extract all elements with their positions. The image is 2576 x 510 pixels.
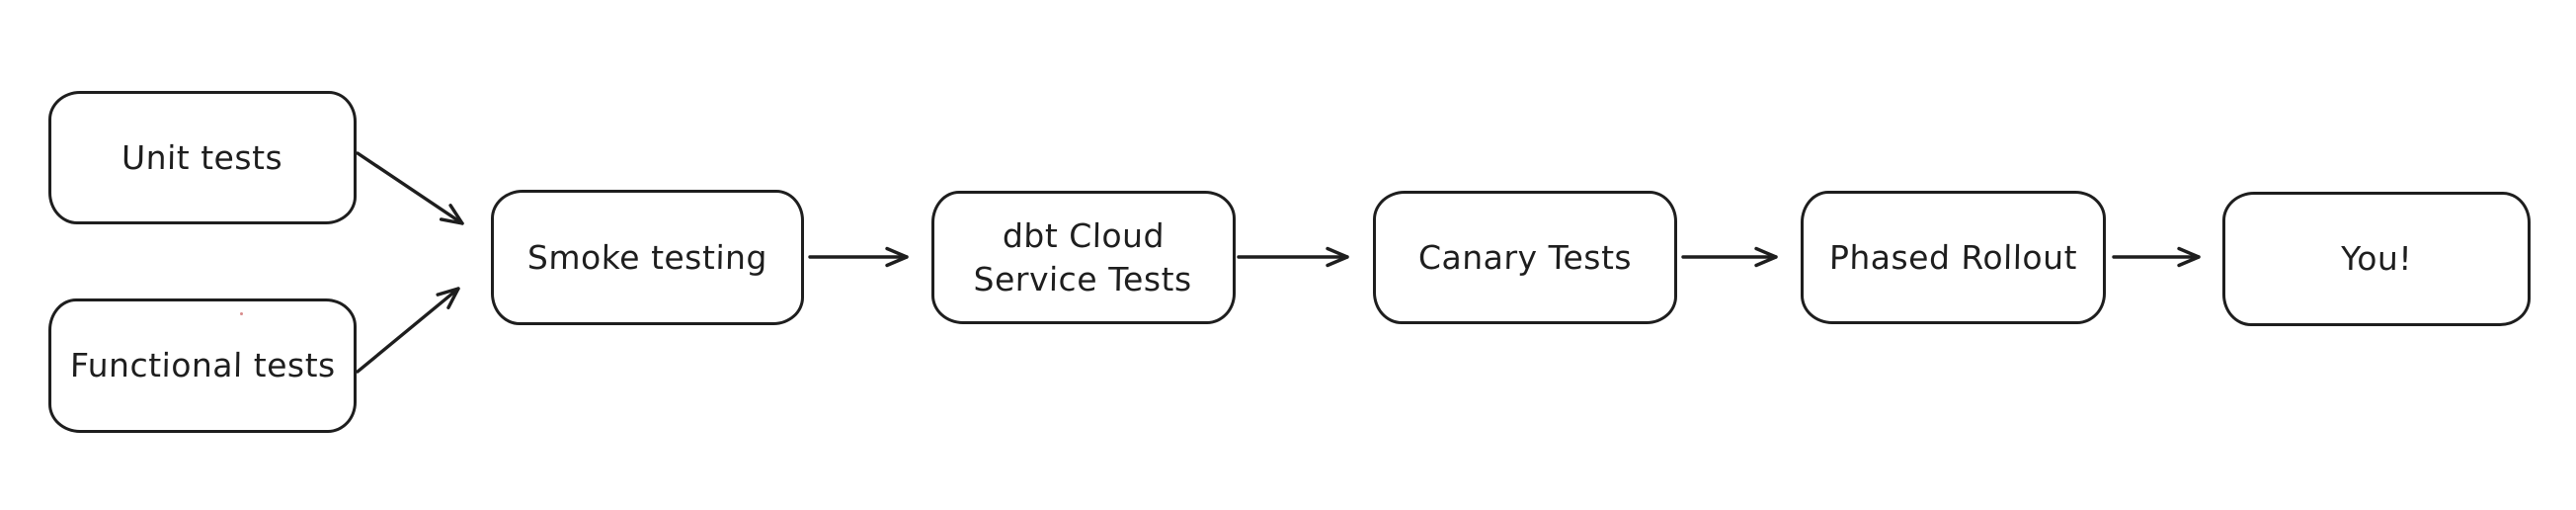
node-phased-rollout: Phased Rollout — [1801, 191, 2106, 324]
node-functional-tests: Functional tests — [48, 298, 357, 433]
node-you: You! — [2222, 192, 2531, 326]
node-phased-rollout-label: Phased Rollout — [1828, 237, 2078, 277]
node-dbt-cloud-service-tests: dbt Cloud Service Tests — [931, 191, 1236, 324]
edge-functional-tests-to-smoke-testing — [356, 287, 460, 374]
edge-unit-tests-to-smoke-testing — [356, 151, 464, 225]
node-unit-tests: Unit tests — [48, 91, 357, 224]
node-smoke-testing: Smoke testing — [491, 190, 804, 325]
node-dbt-cloud-service-tests-label: dbt Cloud Service Tests — [973, 215, 1193, 298]
node-unit-tests-label: Unit tests — [121, 137, 283, 177]
node-functional-tests-label: Functional tests — [69, 346, 336, 385]
node-you-label: You! — [2340, 239, 2413, 279]
node-canary-tests-label: Canary Tests — [1417, 237, 1633, 277]
node-smoke-testing-label: Smoke testing — [526, 237, 768, 277]
node-canary-tests: Canary Tests — [1373, 191, 1677, 324]
stray-red-pixel — [240, 312, 243, 315]
